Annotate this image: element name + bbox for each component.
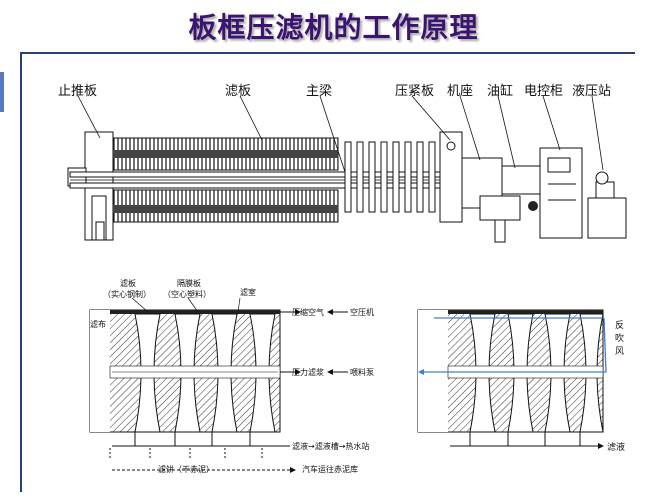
press-plate: [439, 131, 463, 223]
label-press-plate: 压紧板: [395, 84, 435, 99]
label-diaphragm-plate-note: （空心塑料）: [163, 290, 211, 299]
left-detail-diagram: [89, 297, 348, 473]
frame-and-cylinder: [461, 157, 543, 243]
label-frame: 机座: [447, 84, 474, 99]
label-main-beam: 主梁: [306, 84, 333, 99]
label-hydraulic-station: 液压站: [572, 84, 612, 99]
label-feed-pump: 喂料泵: [350, 368, 374, 377]
page-title: 板框压滤机的工作原理: [188, 11, 479, 44]
title-underline: [20, 52, 635, 54]
label-air-compressor: 空压机: [350, 308, 374, 317]
side-accent-bar: [0, 72, 4, 112]
label-control-cabinet: 电控柜: [524, 84, 564, 99]
left-border-line: [20, 52, 22, 492]
label-filter-chamber: 滤室: [240, 288, 256, 297]
label-pressure-slurry: 压力滤浆: [292, 368, 324, 377]
label-detail-filter-plate-note: （实心钢制）: [103, 290, 151, 299]
label-filtrate-flow: 滤液→滤液槽→热水站: [292, 442, 370, 451]
label-end-plate: 止推板: [58, 84, 98, 99]
label-filter-cake: 滤饼（干赤泥）: [158, 465, 214, 474]
label-diaphragm-plate: 隔膜板: [177, 279, 201, 288]
filter-plate-pack: [112, 137, 339, 223]
label-compressed-air: 压缩空气: [292, 308, 324, 317]
label-back-blow: 反吹风: [615, 321, 625, 357]
label-filter-cloth: 滤布: [90, 320, 106, 329]
leader-lines: [77, 95, 604, 173]
separated-plates: [344, 141, 436, 213]
label-filter-plate: 滤板: [225, 84, 252, 99]
right-detail-diagram: [417, 309, 607, 449]
hydraulic-station: [587, 171, 627, 239]
label-cake-transport: 汽车运往赤泥库: [302, 465, 358, 474]
label-filtrate: 滤液: [607, 443, 626, 453]
control-cabinet: [539, 147, 583, 239]
label-detail-filter-plate: 滤板: [120, 279, 136, 288]
label-cylinder: 油缸: [487, 84, 514, 99]
